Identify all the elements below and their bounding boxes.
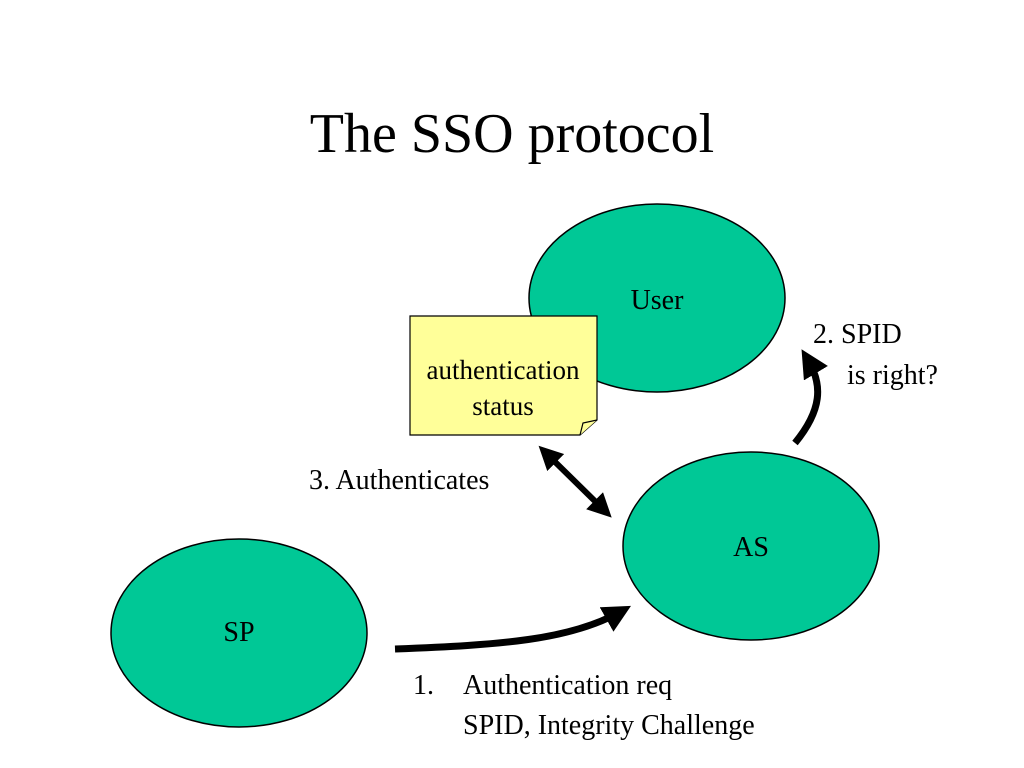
- note-line-2: status: [472, 391, 534, 421]
- step2-line2: is right?: [847, 360, 938, 391]
- auth-status-note: [409, 315, 598, 436]
- as-node: [622, 451, 880, 641]
- step1-line1: Authentication req: [463, 670, 673, 701]
- arrow-authenticates: [538, 445, 612, 518]
- note-text: authentication status: [405, 352, 601, 424]
- slide-title: The SSO protocol: [309, 103, 715, 165]
- step1-line2: SPID, Integrity Challenge: [463, 710, 755, 741]
- sp-node: [110, 538, 368, 728]
- step1-number: 1.: [413, 670, 434, 701]
- sp-label: SP: [223, 617, 255, 648]
- arrow-auth-request: [394, 605, 631, 653]
- step3-label: 3. Authenticates: [309, 465, 490, 496]
- as-label: AS: [733, 532, 769, 563]
- user-label: User: [630, 285, 684, 316]
- note-line-1: authentication: [426, 355, 580, 385]
- arrow-spid-check: [792, 349, 828, 446]
- step2-line1: 2. SPID: [813, 319, 902, 350]
